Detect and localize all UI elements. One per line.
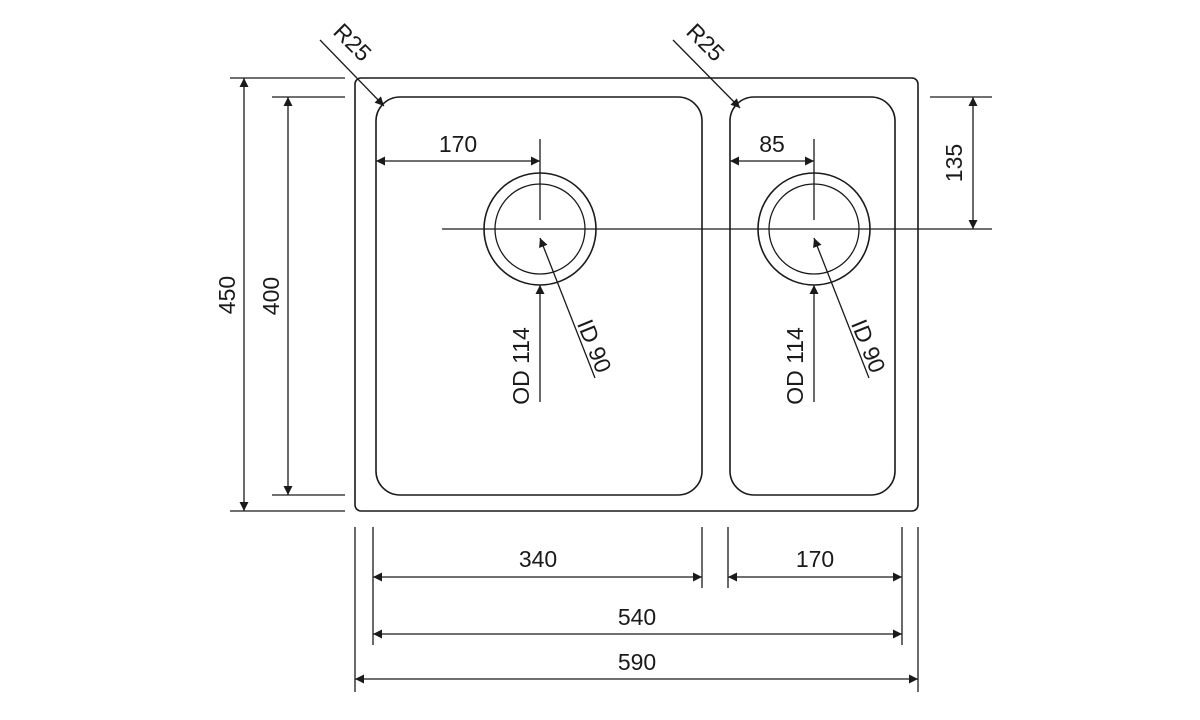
inner-width-label: 540 (618, 604, 656, 630)
bowl-height-label: 400 (258, 277, 284, 315)
left-od-label: OD 114 (508, 327, 534, 405)
right-id-leader (813, 237, 870, 379)
right-od-label: OD 114 (782, 327, 808, 405)
radius-label-right: R25 (681, 18, 729, 66)
right-id-label: ID 90 (846, 316, 891, 377)
left-offset-label: 170 (439, 131, 477, 157)
right-bowl (729, 96, 896, 496)
drain-height-label: 135 (941, 144, 967, 182)
radius-leader-right (672, 39, 741, 109)
radius-label-left: R25 (328, 18, 376, 66)
right-bowl-width-label: 170 (796, 546, 834, 572)
left-bowl (375, 96, 703, 496)
left-id-leader (539, 237, 596, 379)
left-id-label: ID 90 (572, 316, 617, 377)
right-offset-label: 85 (759, 131, 785, 157)
radius-leader-left (319, 39, 385, 107)
overall-height-label: 450 (214, 276, 240, 314)
overall-width-label: 590 (618, 649, 656, 675)
left-bowl-width-label: 340 (519, 546, 557, 572)
sink-outline (354, 77, 919, 512)
